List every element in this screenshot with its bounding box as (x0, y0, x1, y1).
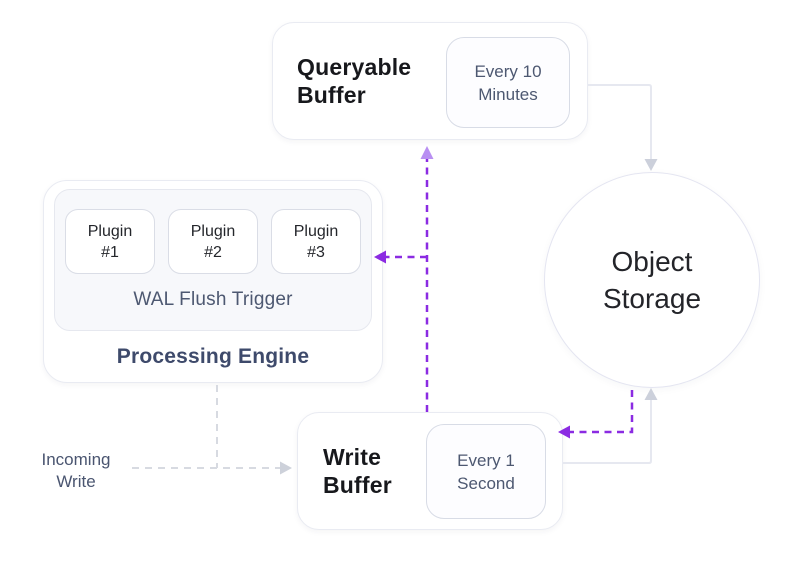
arrowhead-down-icon (644, 159, 658, 171)
write-buffer-node: Write Buffer Every 1 Second (297, 412, 563, 530)
wal-flush-trigger-box: Plugin #1 Plugin #2 Plugin #3 WAL Flush … (54, 189, 372, 331)
plugin-3-node: Plugin #3 (271, 209, 361, 274)
queryable-buffer-title: Queryable Buffer (297, 54, 412, 108)
plugin-3-label: Plugin #3 (293, 222, 339, 261)
plugin-row: Plugin #1 Plugin #2 Plugin #3 (55, 209, 371, 274)
queryable-buffer-interval-label: Every 10 Minutes (474, 61, 542, 104)
object-storage-title: Object Storage (602, 246, 702, 314)
plugin-2-node: Plugin #2 (168, 209, 258, 274)
connector-queryable-to-storage (588, 84, 652, 162)
write-buffer-interval-badge: Every 1 Second (426, 424, 546, 519)
queryable-buffer-node: Queryable Buffer Every 10 Minutes (272, 22, 588, 140)
queryable-buffer-interval-badge: Every 10 Minutes (446, 37, 570, 128)
arrowhead-up-icon (644, 388, 658, 400)
connector-writebuffer-to-storage (563, 396, 652, 464)
write-buffer-interval-label: Every 1 Second (457, 450, 515, 493)
processing-engine-title: Processing Engine (116, 344, 310, 368)
object-storage-node: Object Storage (544, 172, 760, 388)
arrowhead-right-icon (280, 461, 292, 475)
plugin-1-label: Plugin #1 (87, 222, 133, 261)
plugin-2-label: Plugin #2 (190, 222, 236, 261)
connector-storage-to-writebuffer (570, 390, 634, 434)
processing-engine-node: Plugin #1 Plugin #2 Plugin #3 WAL Flush … (43, 180, 383, 383)
arrowhead-up-purple-icon (420, 146, 434, 159)
plugin-1-node: Plugin #1 (65, 209, 155, 274)
wal-flush-trigger-label: WAL Flush Trigger (133, 289, 293, 310)
write-buffer-title: Write Buffer (323, 444, 392, 498)
incoming-write-label: Incoming Write (41, 450, 111, 491)
